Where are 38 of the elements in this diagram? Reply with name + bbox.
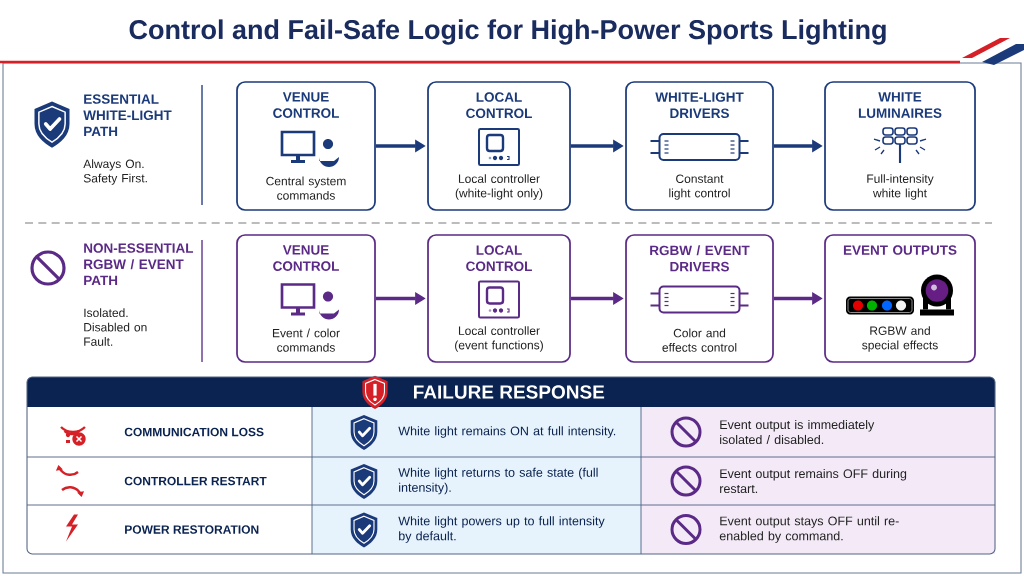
node-label: Event / color commands bbox=[272, 328, 340, 352]
node-label: WHITE LUMINAIRES bbox=[858, 92, 942, 118]
node-label: VENUE CONTROL bbox=[273, 245, 339, 271]
node-label: Color and effects control bbox=[662, 328, 737, 352]
process-box: VENUE CONTROL Event / color commands bbox=[236, 234, 376, 363]
node-label: Central system commands bbox=[266, 176, 346, 200]
process-box: VENUE CONTROL Central system commands bbox=[236, 81, 376, 211]
process-box: LOCAL CONTROL Local controller (white-light only) bbox=[427, 81, 571, 211]
path-note: Isolated. Disabled on Fault. bbox=[84, 308, 147, 346]
node-label: Local controller (white-light only) bbox=[455, 174, 543, 200]
process-box: WHITE-LIGHT DRIVERS Constant light control bbox=[625, 81, 774, 211]
event-name: POWER RESTORATION bbox=[125, 525, 259, 534]
node-label: EVENT OUTPUTS bbox=[843, 245, 957, 255]
process-box: WHITE LUMINAIRES Full-intensity white light bbox=[824, 81, 976, 211]
node-label: LOCAL CONTROL bbox=[466, 92, 532, 119]
node-label: RGBW and special effects bbox=[862, 326, 938, 352]
response-text: Event output is immediately isolated / disabled. bbox=[720, 419, 875, 445]
process-box: RGBW / EVENT DRIVERS Color and effects control bbox=[625, 234, 774, 363]
event-name: COMMUNICATION LOSS bbox=[124, 427, 264, 437]
path-heading: NON-ESSENTIAL RGBW / EVENT PATH bbox=[84, 243, 194, 286]
event-name: CONTROLLER RESTART bbox=[124, 476, 267, 486]
title: Control and Fail-Safe Logic for High-Power Sports Lighting bbox=[129, 19, 886, 45]
process-box: LOCAL CONTROL Local controller (event functions) bbox=[427, 234, 571, 363]
node-label: WHITE-LIGHT DRIVERS bbox=[655, 92, 744, 119]
node-label: RGBW / EVENT DRIVERS bbox=[650, 245, 750, 272]
response-text: White light returns to safe state (full intensity). bbox=[398, 467, 598, 495]
path-heading: ESSENTIAL WHITE-LIGHT PATH bbox=[83, 94, 172, 137]
path-note: Always On. Safety First. bbox=[83, 159, 147, 185]
node-label: LOCAL CONTROL bbox=[466, 245, 532, 272]
response-text: Event output remains OFF during restart. bbox=[720, 468, 907, 494]
node-label: Constant light control bbox=[669, 174, 730, 200]
node-label: Full-intensity white light bbox=[867, 174, 934, 200]
table-header: FAILURE RESPONSE bbox=[27, 377, 995, 407]
response-text: Event output stays OFF until re-enabled by command. bbox=[719, 516, 899, 543]
response-text: White light powers up to full intensity by default. bbox=[398, 516, 605, 543]
response-text: White light remains ON at full intensity. bbox=[398, 426, 616, 438]
node-label: Local controller (event functions) bbox=[455, 326, 543, 352]
node-label: VENUE CONTROL bbox=[273, 92, 339, 118]
